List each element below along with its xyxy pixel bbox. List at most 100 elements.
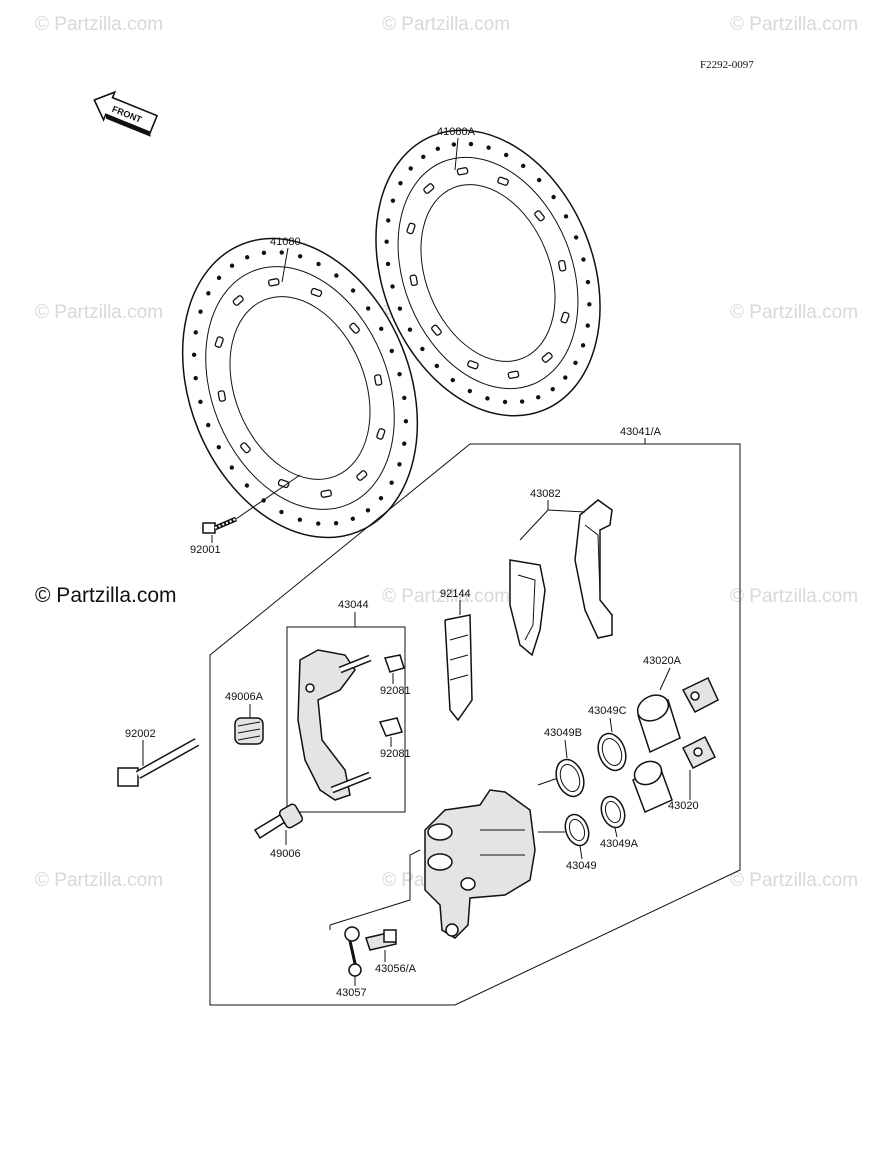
leader-92001	[235, 474, 301, 520]
label-43020: 43020	[668, 800, 699, 812]
label-92001: 92001	[190, 544, 221, 556]
disc-drill-hole	[467, 388, 473, 394]
caliper-assembly-outline	[209, 443, 741, 1006]
label-43049A: 43049A	[600, 838, 639, 850]
dust-seal-43049C	[597, 732, 627, 772]
watermark: © Partzilla.com	[382, 14, 510, 35]
brake-disc-41080	[181, 237, 419, 539]
disc-drill-hole	[521, 163, 526, 169]
disc-drill-hole	[378, 495, 384, 501]
label-92002: 92002	[125, 728, 156, 740]
watermark-prominent: © Partzilla.com	[35, 584, 177, 607]
brake-pad-43082-inner	[509, 559, 546, 657]
disc-drill-hole	[390, 198, 396, 203]
disc-drill-hole	[333, 520, 339, 526]
label-49006A: 49006A	[225, 691, 264, 703]
piston-insulator-43020	[681, 735, 717, 770]
boot-49006A	[234, 717, 264, 745]
disc-drill-hole	[451, 142, 457, 147]
front-arrow-icon: FRONT	[93, 90, 159, 137]
disc-drill-hole	[350, 288, 356, 293]
label-49006: 49006	[270, 848, 301, 860]
disc-drill-hole	[261, 250, 267, 256]
bleeder-valve-43056A	[365, 929, 397, 951]
bolt-92002	[117, 738, 200, 787]
disc-drill-hole	[216, 445, 221, 450]
disc-drill-hole	[229, 465, 235, 470]
disc-drill-hole	[334, 273, 339, 278]
bracket-group-box	[286, 626, 406, 813]
disc-drill-hole	[216, 275, 222, 281]
disc-drill-hole	[485, 396, 490, 401]
disc-drill-hole	[198, 399, 203, 405]
disc-drill-hole	[403, 419, 409, 424]
label-92081-lower: 92081	[380, 748, 411, 760]
clip-92081-lower	[378, 717, 403, 737]
disc-drill-hole	[386, 218, 391, 223]
piston-43020	[632, 760, 673, 814]
disc-drill-hole	[551, 194, 556, 200]
disc-slot	[560, 311, 570, 324]
disc-slot	[497, 176, 509, 186]
disc-drill-hole	[502, 399, 508, 405]
brake-pad-43082-outer	[574, 499, 613, 639]
disc-slot	[541, 352, 553, 363]
disc-slot	[558, 259, 567, 272]
label-43020A: 43020A	[643, 655, 682, 667]
disc-drill-hole	[385, 261, 391, 267]
disc-drill-hole	[468, 141, 474, 147]
disc-slot	[268, 278, 280, 287]
watermark: © Partzilla.com	[382, 586, 510, 607]
leader-41080	[281, 247, 289, 283]
disc-drill-hole	[198, 309, 203, 314]
disc-drill-hole	[421, 154, 426, 160]
piston-seal-43049A	[600, 795, 626, 829]
disc-drill-hole	[573, 235, 579, 240]
disc-drill-hole	[585, 279, 591, 285]
watermark: © Partzilla.com	[35, 302, 163, 323]
disc-drill-hole	[365, 306, 371, 311]
disc-drill-hole	[402, 441, 407, 446]
disc-drill-hole	[206, 422, 211, 428]
disc-drill-hole	[550, 386, 555, 392]
disc-drill-hole	[384, 239, 389, 244]
watermark: © Partzilla.com	[35, 14, 163, 35]
label-43049C: 43049C	[588, 705, 627, 717]
disc-slot	[349, 322, 360, 334]
watermark: © Partzilla.com	[730, 870, 858, 891]
disc-drill-hole	[397, 371, 402, 377]
disc-drill-hole	[503, 152, 509, 158]
disc-drill-hole	[389, 480, 394, 485]
watermark: © Partzilla.com	[35, 870, 163, 891]
piston-insulator-43020A	[681, 676, 719, 714]
disc-drill-hole	[279, 509, 284, 515]
slide-pin-49006	[253, 803, 304, 840]
disc-drill-hole	[229, 263, 235, 268]
disc-slot	[232, 295, 244, 306]
disc-drill-hole	[350, 516, 356, 521]
disc-slot	[240, 442, 251, 454]
disc-drill-hole	[580, 343, 586, 348]
disc-drill-hole	[316, 261, 321, 267]
piston-43020A	[636, 694, 681, 754]
disc-slot	[409, 274, 418, 287]
label-92144: 92144	[440, 588, 471, 600]
disc-drill-hole	[297, 254, 303, 259]
disc-slot	[534, 210, 545, 222]
leader-43082	[519, 500, 549, 541]
disc-slot	[214, 336, 224, 348]
label-92081-upper: 92081	[380, 685, 411, 697]
disc-drill-hole	[193, 330, 198, 335]
disc-drill-hole	[563, 214, 569, 219]
label-41080A: 41080A	[437, 126, 476, 138]
disc-slot	[423, 183, 435, 194]
disc-drill-hole	[519, 399, 525, 404]
disc-drill-hole	[486, 145, 491, 150]
disc-drill-hole	[244, 255, 250, 260]
disc-slot	[310, 287, 323, 298]
label-43041A: 43041/A	[620, 426, 662, 438]
disc-drill-hole	[420, 346, 425, 352]
label-43044: 43044	[338, 599, 369, 611]
disc-drill-hole	[389, 348, 394, 354]
